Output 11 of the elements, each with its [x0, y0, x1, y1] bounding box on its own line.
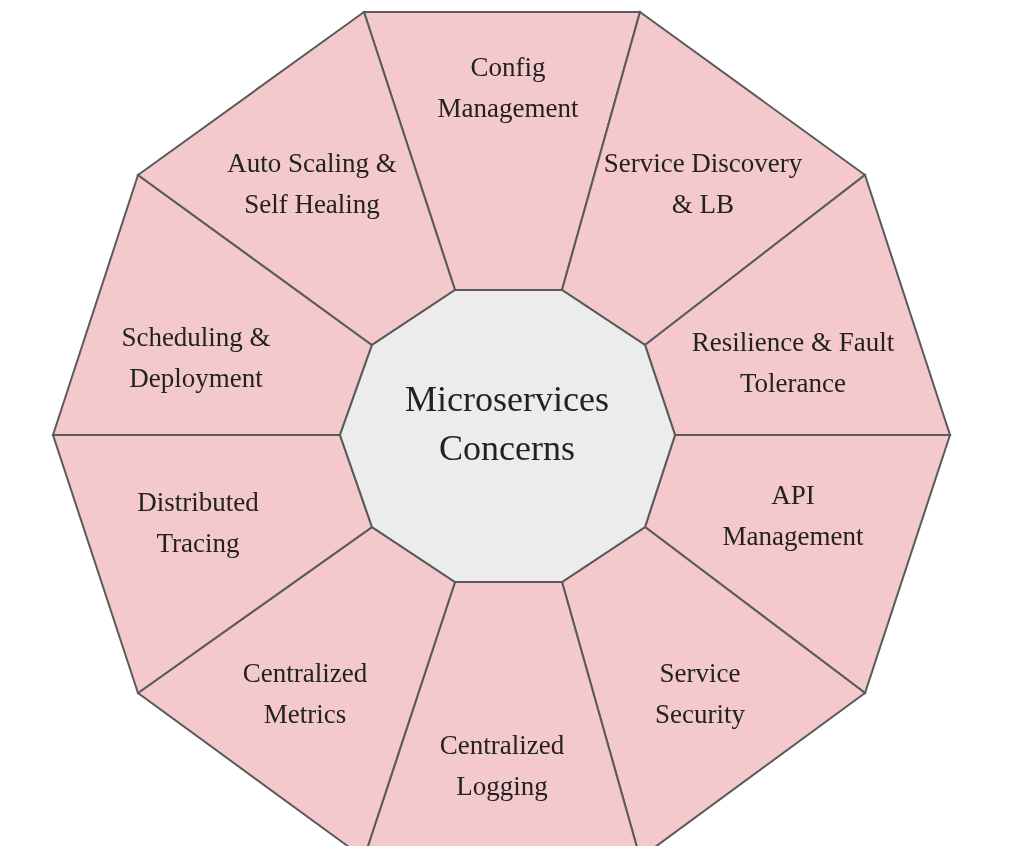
- center-title: Microservices Concerns: [404, 378, 610, 470]
- segment-label: Centralized Logging: [438, 728, 566, 803]
- segment-label: Centralized Metrics: [241, 656, 369, 730]
- segment-label: Distributed Tracing: [136, 485, 260, 560]
- segment-label: Config Management: [436, 50, 580, 125]
- segment-label: Service Discovery & LB: [603, 146, 803, 220]
- segment-label: Scheduling & Deployment: [120, 320, 272, 395]
- segment-label: Service Security: [654, 656, 746, 731]
- segment-label: Resilience & Fault Tolerance: [690, 325, 896, 399]
- segment-label: Auto Scaling & Self Healing: [226, 146, 398, 221]
- segment-label: API Management: [721, 478, 865, 553]
